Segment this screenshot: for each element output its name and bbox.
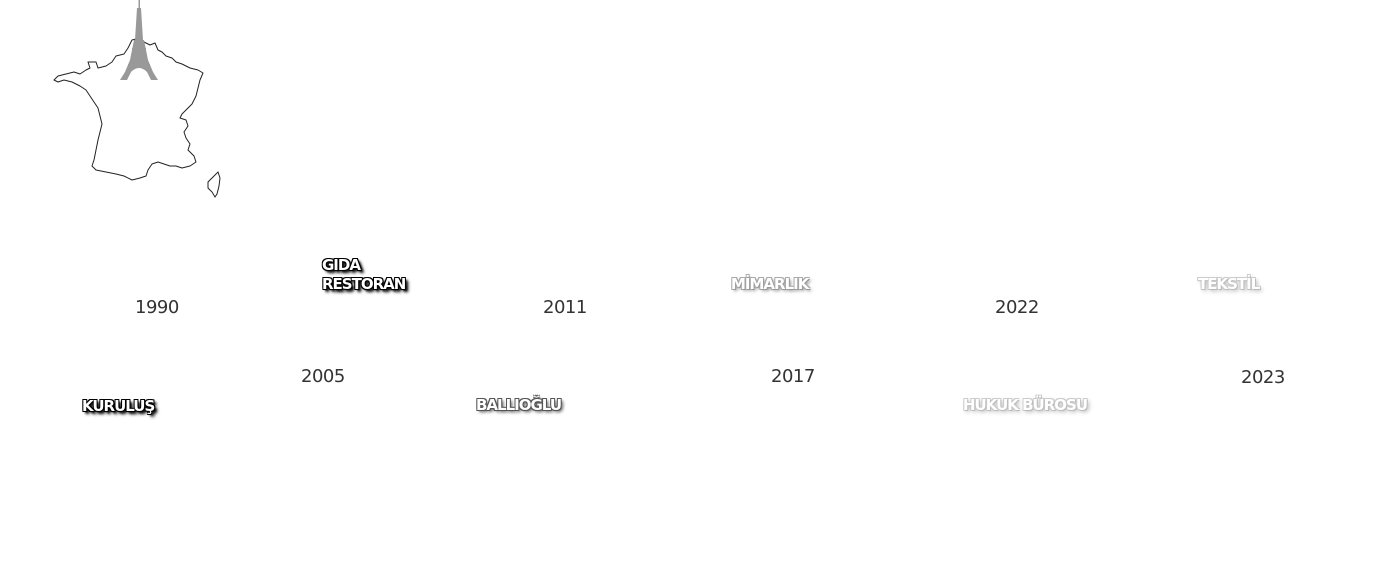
label-hukuk-burosu: HUKUK BÜROSU [963, 396, 1088, 414]
year-2022: 2022 [995, 297, 1039, 318]
label-gida-restoran: GIDA RESTORAN [322, 256, 406, 293]
france-outline-icon [53, 37, 221, 198]
year-2011: 2011 [543, 297, 587, 318]
year-2023: 2023 [1241, 367, 1285, 388]
label-kurulus: KURULUŞ [82, 397, 155, 415]
year-2005: 2005 [301, 366, 345, 387]
year-1990: 1990 [135, 297, 179, 318]
label-ballioglu: BALLIOĞLU [476, 396, 562, 414]
france-map [40, 0, 240, 210]
eiffel-tower-icon [120, 0, 158, 80]
year-2017: 2017 [771, 366, 815, 387]
label-tekstil: TEKSTİL [1198, 275, 1260, 293]
label-mimarlik: MİMARLIK [731, 275, 809, 293]
